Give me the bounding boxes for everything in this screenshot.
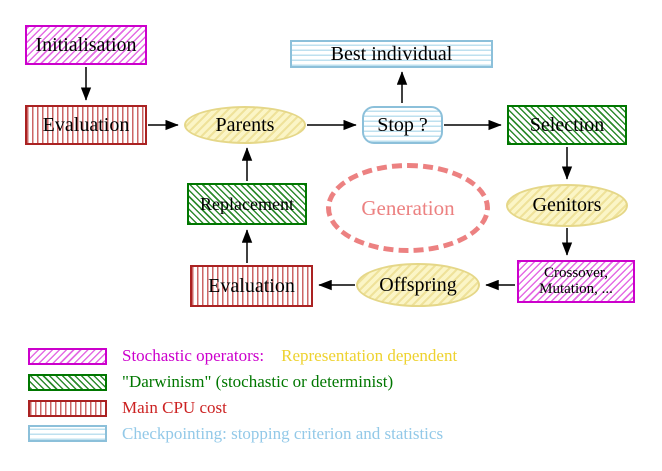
node-stop-label: Stop ?	[377, 113, 428, 136]
legend-label-checkpointing: Checkpointing: stopping criterion and st…	[122, 424, 444, 443]
node-evaluation-bottom: Evaluation	[190, 265, 313, 307]
node-evaluation-top: Evaluation	[25, 105, 147, 145]
node-evaluation-top-label: Evaluation	[42, 113, 130, 136]
node-parents-label: Parents	[215, 113, 275, 136]
generation-loop-ellipse: Generation	[326, 163, 490, 253]
legend-label-cpu-cost: Main CPU cost	[122, 398, 227, 417]
node-best-individual: Best individual	[290, 40, 493, 68]
node-mutation-label: Mutation, ...	[539, 280, 613, 297]
legend-stochastic-text: Stochastic operators:	[122, 346, 265, 365]
generation-label: Generation	[361, 195, 455, 220]
node-stop: Stop ?	[362, 106, 443, 144]
node-selection: Selection	[507, 105, 627, 145]
node-crossover-label: Crossover,	[544, 264, 608, 281]
legend-swatch-stochastic	[28, 348, 107, 365]
legend-swatch-checkpointing	[28, 425, 107, 442]
node-selection-label: Selection	[529, 113, 605, 136]
legend-representation-text: Representation dependent	[281, 346, 458, 365]
node-parents: Parents	[184, 106, 306, 144]
node-offspring-label: Offspring	[379, 273, 457, 296]
legend-label-stochastic: Stochastic operators: Representation depe…	[122, 346, 457, 366]
node-crossover-mutation: Crossover, Mutation, ...	[517, 260, 635, 303]
legend-label-darwinism: "Darwinism" (stochastic or determinist)	[122, 372, 394, 391]
node-evaluation-bottom-label: Evaluation	[208, 274, 295, 297]
node-offspring: Offspring	[356, 263, 480, 307]
node-replacement-label: Replacement	[200, 193, 294, 214]
node-initialisation-label: Initialisation	[35, 33, 137, 56]
legend-swatch-darwinism	[28, 374, 107, 391]
node-best-individual-label: Best individual	[330, 42, 453, 65]
node-genitors-label: Genitors	[532, 194, 602, 216]
node-initialisation: Initialisation	[25, 25, 147, 65]
node-genitors: Genitors	[506, 184, 628, 227]
node-replacement: Replacement	[187, 183, 307, 225]
legend-swatch-cpu-cost	[28, 400, 107, 417]
